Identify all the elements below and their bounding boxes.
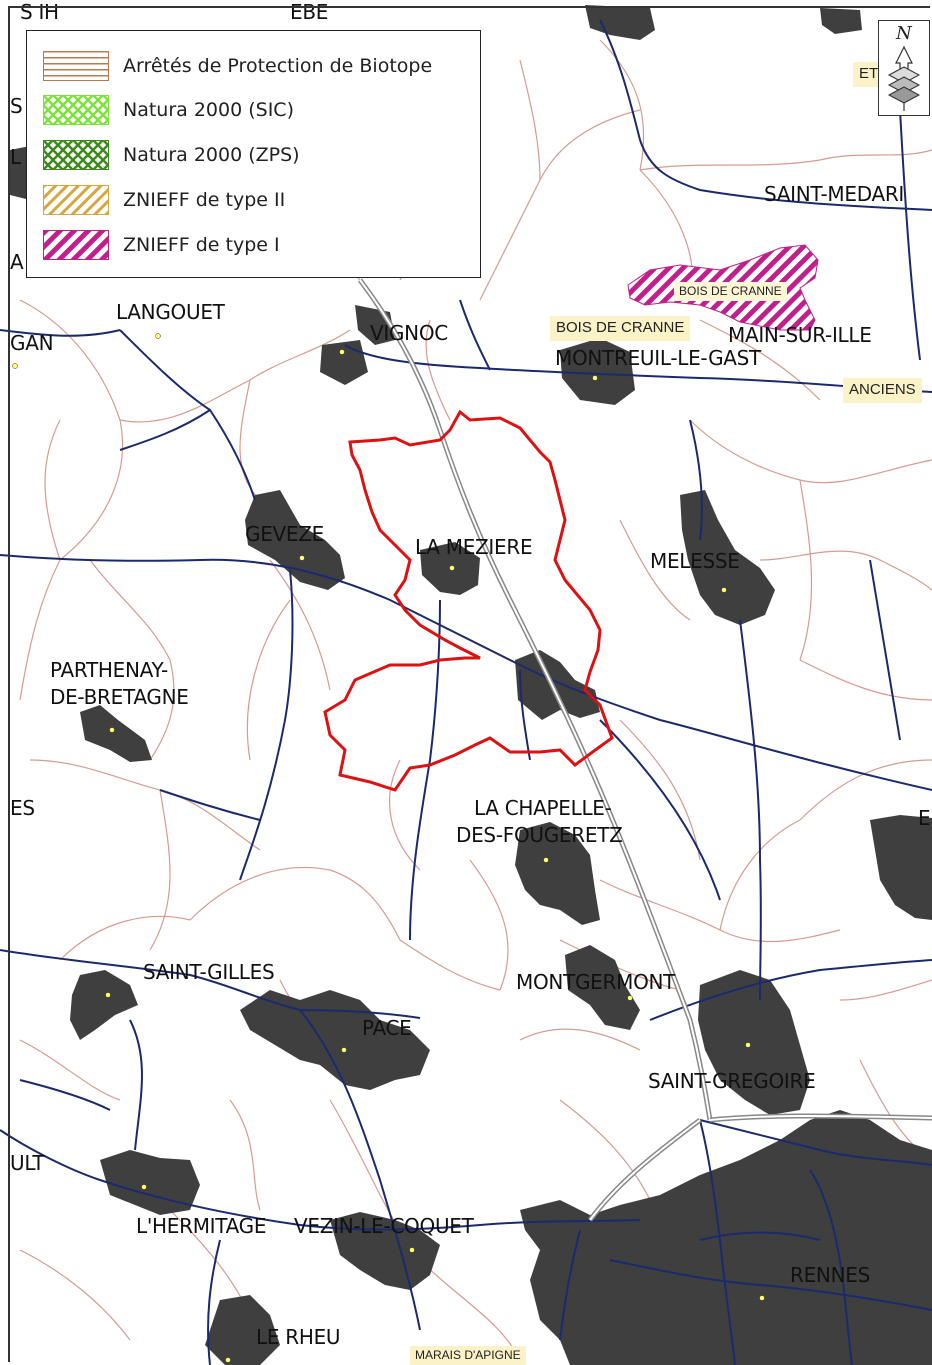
legend-item-natura-zps: Natura 2000 (ZPS) bbox=[43, 140, 473, 170]
legend-swatch-natura-sic bbox=[43, 95, 109, 125]
legend-swatch-znieff-2 bbox=[43, 185, 109, 215]
site-label-marais-dapigne: MARAIS D'APIGNE bbox=[410, 1346, 526, 1365]
edge-label-ebe: EBE bbox=[290, 0, 329, 24]
edge-label-ult: ULT bbox=[10, 1151, 45, 1175]
town-label-vignoc: VIGNOC bbox=[370, 321, 448, 345]
legend-swatch-znieff-1 bbox=[43, 230, 109, 260]
legend-swatch-natura-zps bbox=[43, 140, 109, 170]
urban-areas bbox=[10, 5, 932, 1365]
town-label-rennes: RENNES bbox=[790, 1263, 870, 1287]
town-label-montgermont: MONTGERMONT bbox=[516, 970, 676, 994]
edge-label-l: L bbox=[10, 145, 21, 169]
town-label-saint-gregoire: SAINT-GREGOIRE bbox=[648, 1069, 816, 1093]
town-label-la-chapelle-line-1: LA CHAPELLE- bbox=[474, 796, 612, 820]
town-label-melesse: MELESSE bbox=[650, 549, 740, 573]
town-label-geveze: GEVEZE bbox=[245, 522, 324, 546]
edge-label-ih: S IH bbox=[20, 0, 59, 24]
legend-label-natura-zps: Natura 2000 (ZPS) bbox=[123, 144, 300, 166]
motorway bbox=[357, 278, 932, 1222]
town-label-gan: GAN bbox=[10, 331, 54, 355]
town-label-main-sur-ille: MAIN-SUR-ILLE bbox=[728, 323, 872, 347]
north-arrow: N bbox=[878, 20, 930, 116]
site-label-bois-de-cranne-small: BOIS DE CRANNE bbox=[674, 282, 787, 302]
legend-item-znieff-2: ZNIEFF de type II bbox=[43, 185, 473, 215]
legend-item-natura-sic: Natura 2000 (SIC) bbox=[43, 95, 473, 125]
edge-label-s: S bbox=[10, 94, 23, 118]
town-label-le-rheu: LE RHEU bbox=[256, 1325, 341, 1349]
town-label-saint-medard: SAINT-MEDARI bbox=[764, 182, 905, 206]
town-label-saint-gilles: SAINT-GILLES bbox=[143, 960, 275, 984]
town-label-vezin-le-coquet: VEZIN-LE-COQUET bbox=[294, 1214, 474, 1238]
town-label-langouet: LANGOUET bbox=[116, 300, 225, 324]
study-area-outline bbox=[323, 409, 614, 792]
north-letter: N bbox=[896, 23, 912, 44]
main-roads bbox=[0, 19, 932, 1365]
edge-label-e: E bbox=[918, 806, 931, 830]
town-label-montreuil-le-gast: MONTREUIL-LE-GAST bbox=[555, 346, 761, 370]
legend-label-znieff-2: ZNIEFF de type II bbox=[123, 189, 286, 211]
town-markers bbox=[12, 333, 765, 1363]
town-label-lhermitage: L'HERMITAGE bbox=[136, 1214, 267, 1238]
edge-label-es: ES bbox=[10, 796, 35, 820]
town-label-la-chapelle-line-2: DES-FOUGERETZ bbox=[456, 823, 623, 847]
site-label-bois-de-cranne-large: BOIS DE CRANNE bbox=[550, 316, 691, 341]
map-legend: Arrêtés de Protection de Biotope Natura … bbox=[26, 30, 481, 278]
site-label-anciens: ANCIENS bbox=[843, 378, 922, 403]
town-label-pace: PACE bbox=[362, 1016, 412, 1040]
legend-item-apb: Arrêtés de Protection de Biotope bbox=[43, 51, 473, 81]
edge-label-a: A bbox=[10, 250, 24, 274]
legend-label-natura-sic: Natura 2000 (SIC) bbox=[123, 99, 294, 121]
town-label-la-meziere: LA MEZIERE bbox=[415, 535, 533, 559]
legend-label-apb: Arrêtés de Protection de Biotope bbox=[123, 55, 433, 77]
legend-item-znieff-1: ZNIEFF de type I bbox=[43, 230, 473, 260]
north-arrow-icon bbox=[887, 45, 921, 111]
town-label-parthenay-line-1: PARTHENAY- bbox=[50, 658, 168, 682]
legend-label-znieff-1: ZNIEFF de type I bbox=[123, 234, 280, 256]
legend-swatch-apb bbox=[43, 51, 109, 81]
town-label-parthenay-line-2: DE-BRETAGNE bbox=[50, 685, 189, 709]
